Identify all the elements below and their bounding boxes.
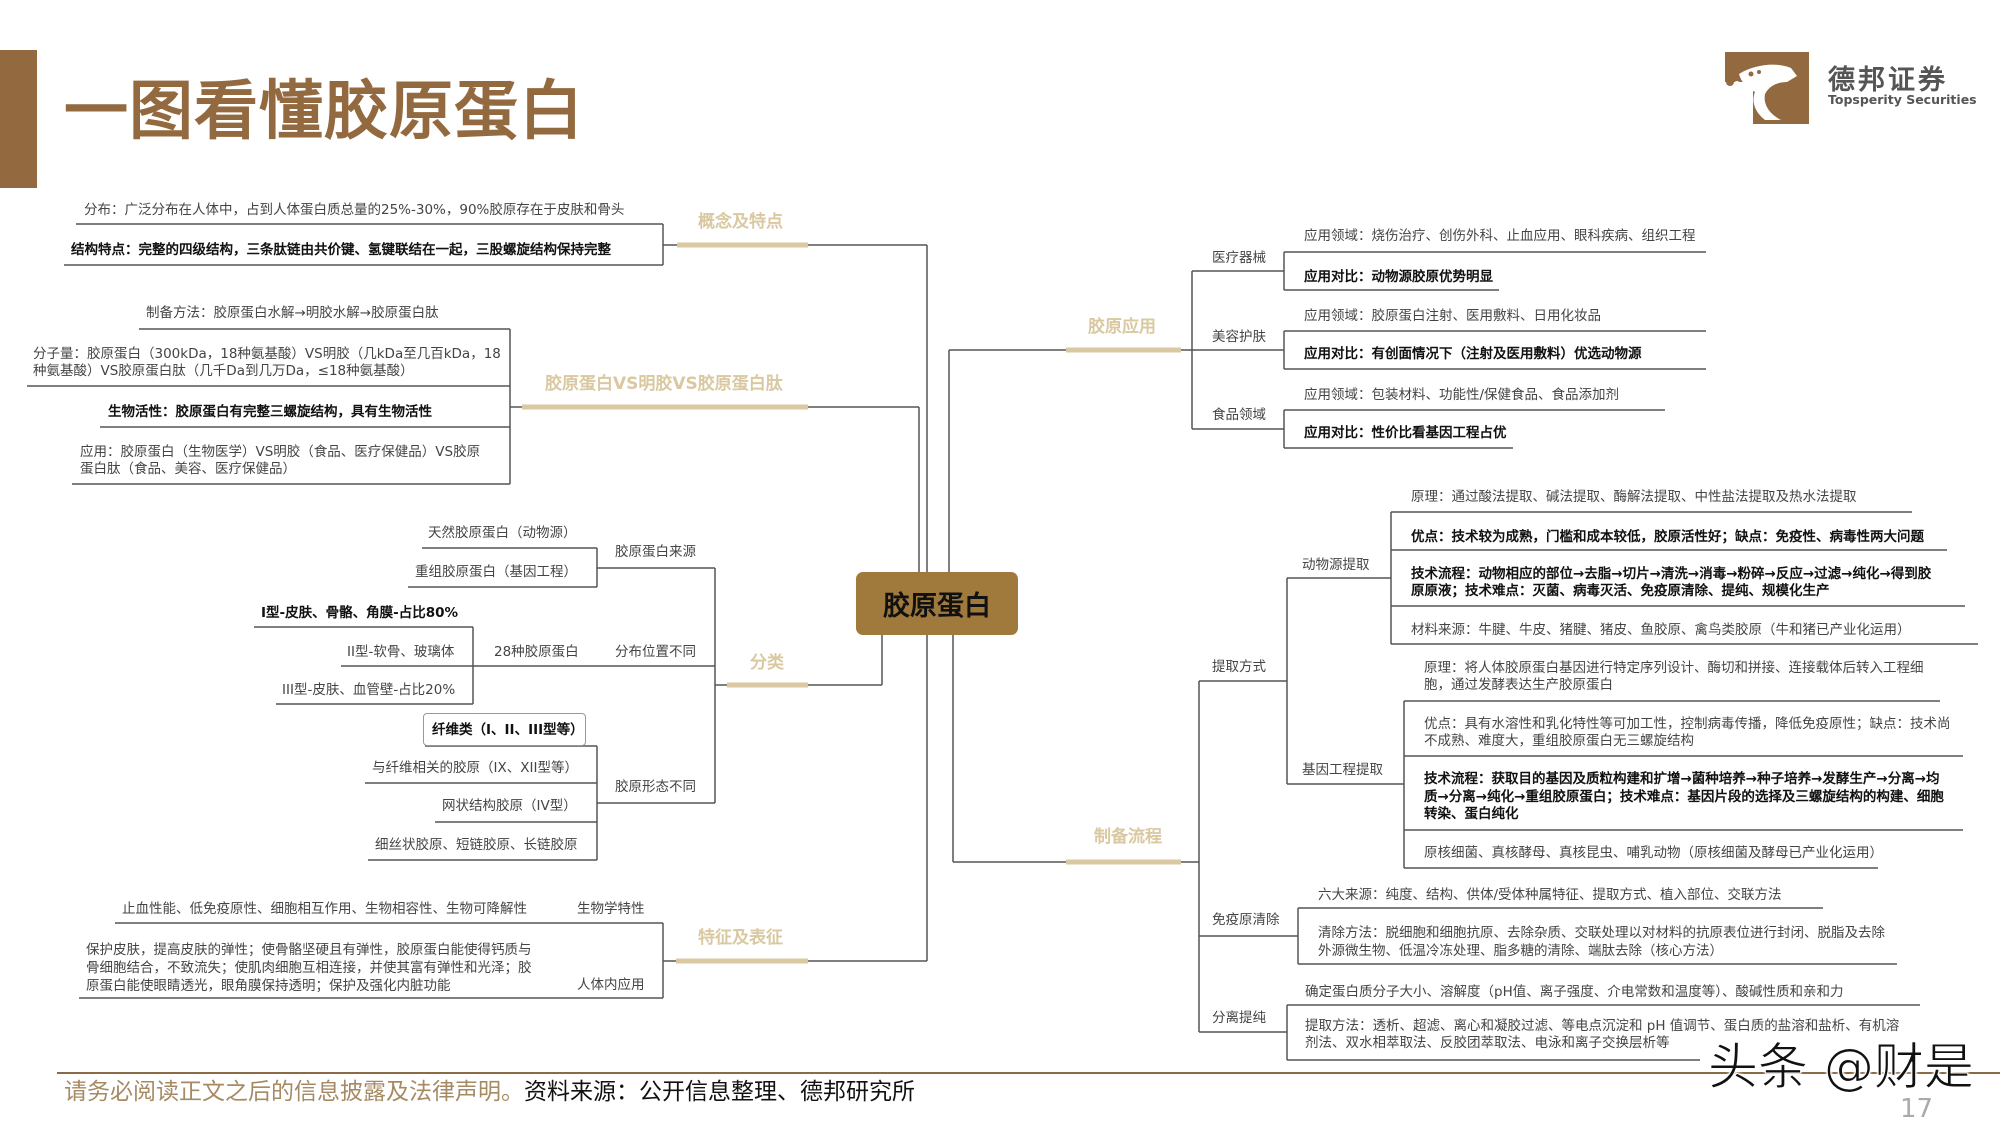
sub-label-immuno: 免疫原清除: [1212, 912, 1280, 928]
feature-text: 止血性能、低免疫原性、细胞相互作用、生物相容性、生物可降解性: [122, 901, 527, 917]
sub-label-body: 人体内应用: [577, 977, 645, 993]
sub-label-source: 胶原蛋白来源: [615, 544, 696, 560]
application-compare: 应用对比：性价比看基因工程占优: [1304, 425, 1507, 441]
process-item: 技术流程：获取目的基因及质粒构建和扩增→菌种培养→种子培养→发酵生产→分离→均 …: [1424, 771, 1944, 822]
process-item: 优点：具有水溶性和乳化特性等可加工性，控制病毒传播，降低免疫原性；缺点：技术尚 …: [1424, 716, 1951, 749]
application-compare: 应用对比：动物源胶原优势明显: [1304, 269, 1493, 285]
footer-disclaimer: 请务必阅读正文之后的信息披露及法律声明。: [64, 1079, 524, 1105]
feature-text: 保护皮肤，提高皮肤的弹性；使骨骼坚硬且有弹性，胶原蛋白能使得钙质与 骨细胞结合，…: [86, 942, 532, 994]
process-item: 六大来源：纯度、结构、供体/受体种属特征、提取方式、植入部位、交联方法: [1318, 887, 1782, 903]
footer-divider: [57, 1072, 2000, 1074]
sub-label-location: 分布位置不同: [615, 644, 696, 660]
process-item: 确定蛋白质分子大小、溶解度（pH值、离子强度、介电常数和温度等）、酸碱性质和亲和…: [1305, 984, 1844, 1000]
comparison-item: 应用：胶原蛋白（生物医学）VS明胶（食品、医疗保健品）VS胶原 蛋白肽（食品、美…: [80, 444, 481, 477]
process-item: 技术流程：动物相应的部位→去脂→切片→清洗→消毒→粉碎→反应→过滤→纯化→得到胶…: [1411, 566, 1932, 599]
classification-item: 网状结构胶原（IV型）: [442, 798, 577, 814]
classification-item: 重组胶原蛋白（基因工程）: [415, 564, 577, 580]
application-field: 应用领域：烧伤治疗、创伤外科、止血应用、眼科疾病、组织工程: [1304, 228, 1696, 244]
branch-label-process: 制备流程: [1094, 827, 1162, 847]
process-item: 材料来源：牛腱、牛皮、猪腱、猪皮、鱼胶原、禽鸟类胶原（牛和猪已产业化运用）: [1411, 622, 1911, 638]
highlight-box: [423, 713, 586, 746]
classification-item: 天然胶原蛋白（动物源）: [428, 525, 577, 541]
sub-label-morphology: 胶原形态不同: [615, 779, 696, 795]
branch-label-application: 胶原应用: [1088, 317, 1156, 337]
process-item: 原核细菌、真核酵母、真核昆虫、哺乳动物（原核细菌及酵母已产业化运用）: [1424, 845, 1883, 861]
sub-label-bio: 生物学特性: [577, 901, 645, 917]
comparison-item: 生物活性：胶原蛋白有完整三螺旋结构，具有生物活性: [108, 404, 432, 420]
sub-label-extraction: 提取方式: [1212, 659, 1266, 675]
footer: 请务必阅读正文之后的信息披露及法律声明。资料来源：公开信息整理、德邦研究所: [64, 1078, 915, 1106]
process-item: 原理：通过酸法提取、碱法提取、酶解法提取、中性盐法提取及热水法提取: [1411, 489, 1857, 505]
title-accent-bar: [0, 50, 37, 188]
watermark: 头条 @财是: [1708, 1038, 1975, 1096]
comparison-item: 制备方法：胶原蛋白水解→明胶水解→胶原蛋白肽: [146, 305, 439, 321]
classification-item: II型-软骨、玻璃体: [347, 644, 455, 660]
application-field: 应用领域：包装材料、功能性/保健食品、食品添加剂: [1304, 387, 1620, 403]
sub-label-separation: 分离提纯: [1212, 1010, 1266, 1026]
process-item: 原理：将人体胶原蛋白基因进行特定序列设计、酶切和拼接、连接载体后转入工程细 胞，…: [1424, 660, 1924, 693]
application-compare: 应用对比：有创面情况下（注射及医用敷料）优选动物源: [1304, 346, 1642, 362]
application-group: 食品领域: [1212, 407, 1266, 423]
process-item: 优点：技术较为成熟，门槛和成本较低，胶原活性好；缺点：免疫性、病毒性两大问题: [1411, 529, 1924, 545]
page-number: 17: [1900, 1094, 1934, 1124]
application-group: 美容护肤: [1212, 329, 1266, 345]
branch-label-classification: 分类: [750, 653, 784, 673]
branch-label-concept: 概念及特点: [698, 212, 783, 232]
page-title: 一图看懂胶原蛋白: [64, 75, 584, 149]
logo-name-cn: 德邦证券: [1828, 65, 1948, 96]
logo-name-en: Topsperity Securities: [1828, 92, 1977, 107]
sub-label-gene: 基因工程提取: [1302, 762, 1383, 778]
process-item: 提取方法：透析、超滤、离心和凝胶过滤、等电点沉淀和 pH 值调节、蛋白质的盐溶和…: [1305, 1018, 1900, 1051]
classification-item: I型-皮肤、骨骼、角膜-占比80%: [261, 605, 459, 621]
concept-item: 分布：广泛分布在人体中，占到人体蛋白质总量的25%-30%，90%胶原存在于皮肤…: [84, 202, 625, 218]
concept-item: 结构特点：完整的四级结构，三条肽链由共价键、氢键联结在一起，三股螺旋结构保持完整: [71, 242, 611, 258]
application-group: 医疗器械: [1212, 250, 1266, 266]
classification-item: 与纤维相关的胶原（IX、XII型等）: [372, 760, 578, 776]
classification-item: III型-皮肤、血管壁-占比20%: [282, 682, 456, 698]
branch-label-comparison: 胶原蛋白VS明胶VS胶原蛋白肽: [545, 374, 783, 394]
company-logo-icon: [1725, 52, 1809, 124]
footer-source: 资料来源：公开信息整理、德邦研究所: [524, 1079, 915, 1105]
classification-item: 细丝状胶原、短链胶原、长链胶原: [375, 837, 578, 853]
classification-item: 纤维类（I、II、III型等）: [432, 722, 584, 738]
comparison-item: 分子量：胶原蛋白（300kDa，18种氨基酸）VS明胶（几kDa至几百kDa，1…: [33, 346, 501, 379]
application-field: 应用领域：胶原蛋白注射、医用敷料、日用化妆品: [1304, 308, 1601, 324]
branch-label-features: 特征及表征: [698, 928, 783, 948]
process-item: 清除方法：脱细胞和细胞抗原、去除杂质、交联处理以对材料的抗原表位进行封闭、脱脂及…: [1318, 925, 1885, 959]
sub-label-animal: 动物源提取: [1302, 557, 1370, 573]
central-node: 胶原蛋白: [856, 572, 1018, 635]
sub-label-28-types: 28种胶原蛋白: [494, 644, 579, 660]
